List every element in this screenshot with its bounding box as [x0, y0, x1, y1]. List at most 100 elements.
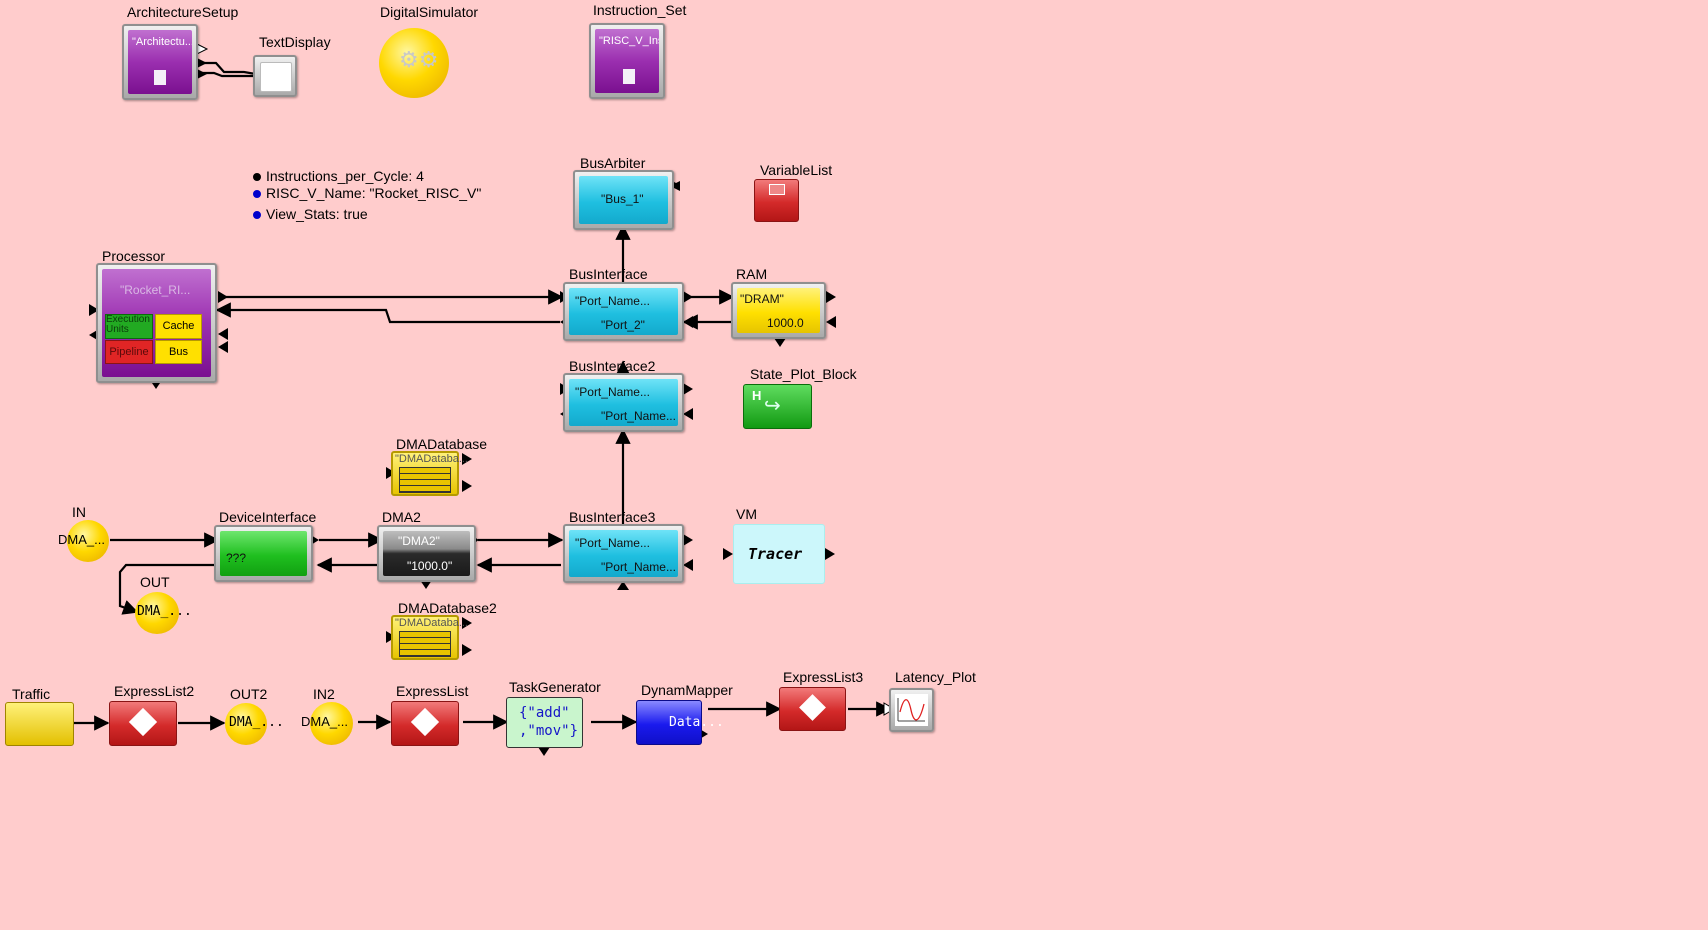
architecture-setup-label: ArchitectureSetup — [127, 4, 239, 20]
parameter-text: Instructions_per_Cycle: 4 — [266, 168, 424, 184]
parameter-risc-v-name[interactable]: RISC_V_Name: "Rocket_RISC_V" — [253, 185, 481, 201]
variable-list-icon — [769, 184, 785, 195]
parameter-instructions-per-cycle[interactable]: Instructions_per_Cycle: 4 — [253, 168, 424, 184]
out-text: DMA_... — [137, 604, 192, 619]
instruction-set-block[interactable]: "RISC_V_Ins... — [589, 23, 665, 99]
wire-archsetup-textdisplay-2 — [198, 71, 256, 78]
bus-interface2-line1: "Port_Name... — [575, 385, 650, 399]
bus-interface3-line2: "Port_Name... — [601, 560, 676, 574]
in-label: IN — [72, 504, 86, 520]
dma-database2-block[interactable]: "DMADataba... — [391, 615, 468, 660]
out2-label: OUT2 — [230, 686, 268, 702]
curved-arrow-icon: ↪ — [764, 395, 781, 417]
table-icon — [399, 467, 451, 493]
dma2-block[interactable]: "DMA2" "1000.0" — [377, 525, 476, 582]
in2-text: DMA_... — [301, 714, 348, 729]
device-interface-text: ??? — [226, 551, 247, 565]
gears-icon: ⚙⚙ — [399, 47, 439, 72]
parameter-text: RISC_V_Name: "Rocket_RISC_V" — [266, 185, 482, 201]
dma2-label: DMA2 — [382, 509, 421, 525]
variable-list-label: VariableList — [760, 162, 833, 178]
in2-label: IN2 — [313, 686, 335, 702]
bus-arbiter-block[interactable]: "Bus_1" — [573, 170, 674, 230]
dynam-mapper-block[interactable]: Data... — [636, 700, 724, 745]
latency-plot-label: Latency_Plot — [895, 669, 976, 685]
table-icon — [399, 631, 451, 657]
vm-block[interactable]: Tracer — [733, 524, 825, 584]
parameter-dot — [253, 190, 261, 199]
ram-line2: 1000.0 — [767, 316, 804, 330]
device-interface-block[interactable]: ??? — [214, 525, 313, 582]
task-generator-line2: ,"mov"} — [519, 723, 579, 739]
processor-text: "Rocket_RI... — [120, 283, 191, 297]
express-list2-label: ExpressList2 — [114, 683, 195, 699]
bus-interface2-line2: "Port_Name... — [601, 409, 676, 423]
traffic-label: Traffic — [12, 686, 51, 702]
variable-list-block[interactable] — [754, 179, 799, 222]
text-display-label: TextDisplay — [259, 34, 331, 50]
ram-block[interactable]: "DRAM" 1000.0 — [731, 282, 826, 339]
digital-simulator-label: DigitalSimulator — [380, 4, 479, 20]
express-list-block[interactable] — [391, 701, 459, 746]
dma-database2-text: "DMADataba... — [395, 617, 468, 629]
text-display-screen — [260, 62, 292, 92]
bus-interface-block[interactable]: "Port_Name... "Port_2" — [563, 282, 684, 341]
plot-icon — [895, 694, 928, 726]
digital-simulator-block[interactable]: ⚙⚙ — [379, 28, 449, 98]
architecture-setup-block[interactable]: "Architectu... — [122, 24, 198, 100]
out2-text: DMA_... — [229, 715, 284, 730]
bus-interface-label: BusInterface — [569, 266, 648, 282]
processor-cell-pipeline: Pipeline — [105, 340, 153, 364]
vm-label: VM — [736, 506, 757, 522]
state-plot-block[interactable]: H ↪ — [743, 384, 812, 429]
dma-database2-label: DMADatabase2 — [398, 600, 497, 616]
processor-cell-bus: Bus — [155, 340, 202, 364]
task-generator-label: TaskGenerator — [509, 679, 601, 695]
express-list-label: ExpressList — [396, 683, 469, 699]
dynam-mapper-label: DynamMapper — [641, 682, 733, 698]
document-icon — [623, 69, 635, 84]
bus-interface3-block[interactable]: "Port_Name... "Port_Name... — [563, 524, 684, 583]
instruction-set-text: "RISC_V_Ins... — [599, 35, 659, 47]
bus-interface2-label: BusInterface2 — [569, 358, 656, 374]
bus-interface2-block[interactable]: "Port_Name... "Port_Name... — [563, 373, 684, 432]
parameter-view-stats[interactable]: View_Stats: true — [253, 206, 368, 222]
out2-block[interactable] — [225, 703, 267, 745]
dma-database-text: "DMADataba... — [395, 453, 468, 465]
out-block[interactable] — [135, 592, 179, 634]
express-list3-label: ExpressList3 — [783, 669, 864, 685]
wire-businterface-processor — [215, 302, 560, 324]
architecture-setup-text: "Architectu... — [132, 36, 192, 48]
traffic-block[interactable] — [5, 702, 74, 746]
parameter-dot — [253, 211, 261, 220]
bus-interface-line1: "Port_Name... — [575, 294, 650, 308]
task-generator-line1: {"add" — [519, 705, 570, 721]
state-plot-block-label: State_Plot_Block — [750, 366, 857, 382]
in-block[interactable] — [67, 520, 109, 562]
parameter-dot — [253, 173, 261, 182]
processor-cell-cache: Cache — [155, 314, 202, 339]
bus-interface3-line1: "Port_Name... — [575, 536, 650, 550]
bus-arbiter-text: "Bus_1" — [601, 192, 644, 206]
diamond-icon — [799, 694, 826, 721]
latency-plot-block[interactable] — [889, 688, 934, 732]
dma-database-label: DMADatabase — [396, 436, 488, 452]
processor-cell-execution-units: Execution Units — [105, 314, 153, 339]
express-list3-block[interactable] — [779, 687, 846, 731]
bus-interface-line2: "Port_2" — [601, 318, 645, 332]
ram-line1: "DRAM" — [740, 292, 784, 306]
express-list2-block[interactable] — [109, 701, 177, 746]
in2-block[interactable] — [310, 702, 353, 745]
text-display-block[interactable] — [253, 55, 297, 97]
diamond-icon — [128, 707, 158, 737]
dma2-line1: "DMA2" — [398, 534, 440, 548]
processor-block[interactable]: "Rocket_RI... Execution Units Cache Pipe… — [96, 263, 217, 383]
dynam-mapper-text: Data... — [669, 715, 724, 730]
dma-database-block[interactable]: "DMADataba... — [391, 451, 468, 496]
wire-archsetup-textdisplay — [198, 61, 257, 76]
out-label: OUT — [140, 574, 170, 590]
ram-label: RAM — [736, 266, 768, 282]
task-generator-block[interactable]: {"add" ,"mov"} — [506, 697, 583, 748]
